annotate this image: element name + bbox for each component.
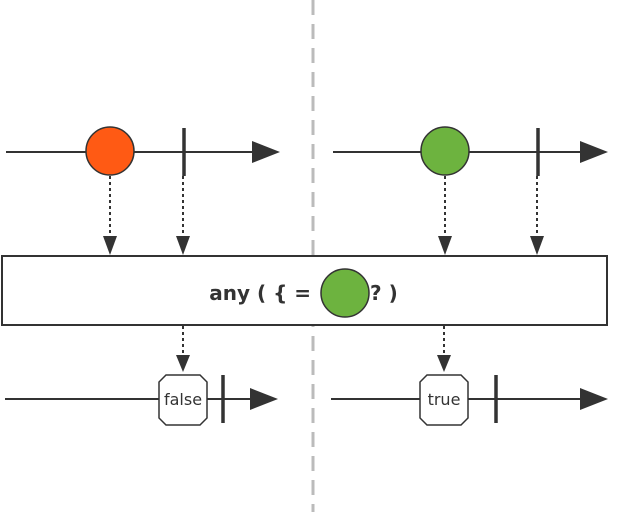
- timeline-arrowhead: [580, 141, 608, 163]
- right-input-item: [420, 126, 470, 176]
- result-item-label: true: [428, 390, 461, 409]
- right-output-timeline: true: [331, 374, 608, 426]
- connector-arrowhead: [176, 236, 190, 255]
- operator-box: any ( { = ? ): [1, 255, 608, 326]
- right-input-timeline: [333, 126, 608, 176]
- left-output-timeline: false: [5, 374, 278, 426]
- left-input-item: [85, 126, 135, 176]
- right-panel: true: [331, 126, 608, 426]
- result-item-shape: [158, 374, 208, 426]
- timeline-arrowhead: [250, 388, 278, 410]
- operator-box-frame: [1, 255, 608, 326]
- connector-arrowhead: [530, 236, 544, 255]
- operator-label-suffix: ? ): [370, 281, 398, 305]
- result-item-shape: [419, 374, 469, 426]
- predicate-item: [320, 268, 370, 318]
- connector-arrowhead: [176, 355, 190, 372]
- left-input-timeline: [6, 126, 280, 176]
- connector-arrowhead: [437, 355, 451, 372]
- operator-label-prefix: any ( { =: [209, 281, 318, 305]
- connector-arrowhead: [103, 236, 117, 255]
- left-panel: false: [5, 126, 280, 426]
- connector-arrowhead: [438, 236, 452, 255]
- timeline-arrowhead: [580, 388, 608, 410]
- result-item-label: false: [164, 390, 202, 409]
- timeline-arrowhead: [252, 141, 280, 163]
